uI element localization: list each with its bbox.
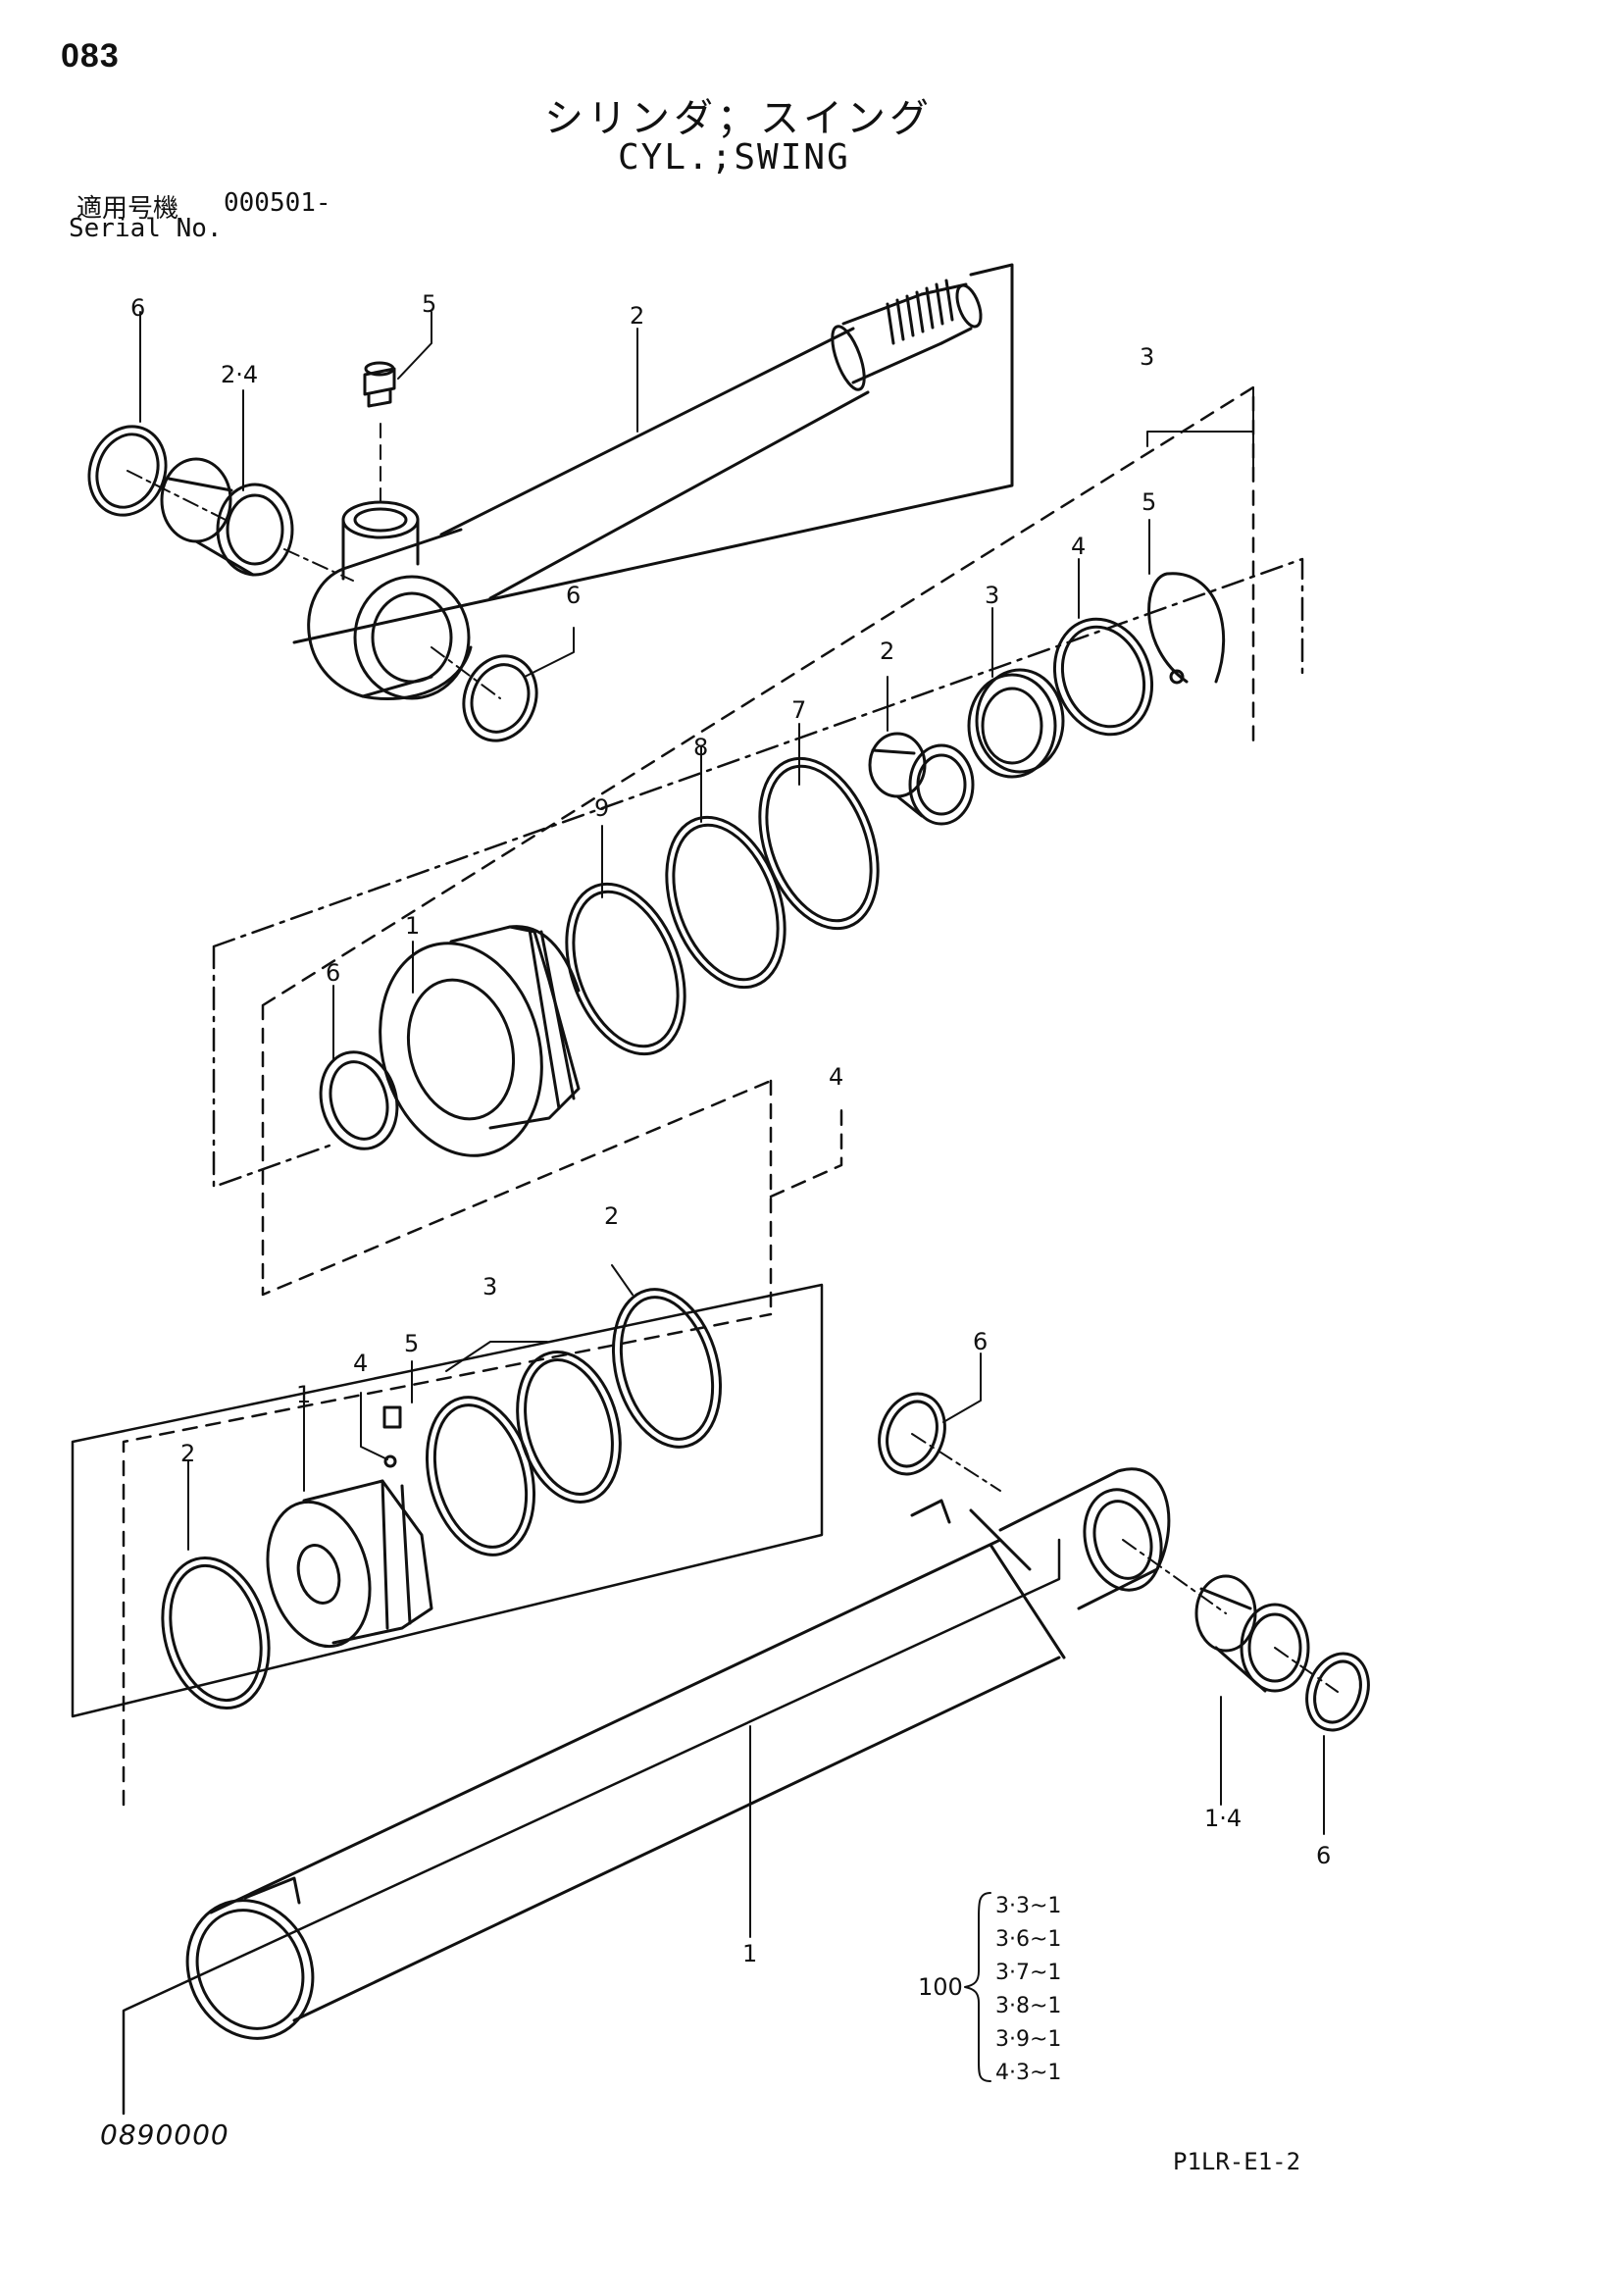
callout-head-ring-8: 8 <box>693 734 708 761</box>
seal-ring-icon <box>878 1392 946 1476</box>
callout-rod-bushing: 2·4 <box>221 361 258 388</box>
serial-number-value: 000501- <box>224 188 331 218</box>
steel-ball-icon <box>383 1454 397 1468</box>
callout-head-seal: 3 <box>985 582 999 609</box>
kit-brace <box>964 1892 991 2082</box>
kit-item: 3·8~1 <box>995 1994 1061 2018</box>
piston-assembly <box>71 1079 843 1807</box>
wear-ring-icon <box>611 1288 723 1449</box>
kit-item: 3·3~1 <box>995 1894 1061 1918</box>
piston-seal-icon <box>425 1396 536 1556</box>
callout-piston-rod: 2 <box>630 302 644 330</box>
reference-code: P1LR-E1-2 <box>1173 2148 1301 2175</box>
callout-cylinder-head: 1 <box>405 912 420 940</box>
callout-piston-ring: 2 <box>180 1440 195 1467</box>
title-japanese: シリンダ；スイング <box>544 96 933 141</box>
seal-ring-icon <box>319 1050 399 1150</box>
callout-tube-ring: 6 <box>973 1328 988 1355</box>
callout-head-assembly: 3 <box>1140 343 1154 371</box>
seal-ring-icon <box>87 425 168 517</box>
callout-head-bushing: 2 <box>880 638 894 665</box>
grease-nipple-icon <box>363 361 396 408</box>
cylinder-head-icon <box>379 925 581 1157</box>
kit-item: 3·9~1 <box>995 2027 1061 2052</box>
cylinder-tube <box>209 1538 1061 2022</box>
callout-head-seal-7: 7 <box>791 696 806 724</box>
cylinder-tube-assembly <box>122 1352 1370 2116</box>
rod-eye <box>307 567 433 698</box>
callout-rod-ring: 6 <box>130 294 145 322</box>
callout-piston-wear-ring: 2 <box>604 1202 619 1230</box>
callout-piston: 1 <box>296 1381 311 1408</box>
callout-head-backup-ring: 4 <box>1071 533 1086 560</box>
bushing-icon <box>160 457 294 577</box>
page-number: 083 <box>61 37 120 75</box>
set-screw-icon <box>382 1405 402 1429</box>
piston-rod <box>439 327 870 600</box>
o-ring-9-icon <box>565 882 686 1056</box>
serial-label-japanese: 適用号機 <box>76 194 179 224</box>
piston-icon <box>266 1479 433 1649</box>
serial-label-english: Serial No. <box>69 214 223 243</box>
kit-item: 3·6~1 <box>995 1927 1061 1952</box>
title-english: CYL.;SWING <box>618 137 850 178</box>
callout-head-wiper: 5 <box>1142 488 1156 516</box>
rod-assembly <box>87 263 1014 742</box>
callout-cylinder-tube: 1 <box>742 1940 757 1967</box>
bushing-icon <box>1194 1574 1310 1693</box>
callout-grease-nipple: 5 <box>422 290 436 318</box>
callout-steel-ball: 4 <box>353 1350 368 1377</box>
callout-set-screw: 5 <box>404 1330 419 1357</box>
kit-label: 100 <box>918 1973 963 2001</box>
callout-head-ring-9: 9 <box>594 794 609 822</box>
drawing-code: 0890000 <box>100 2118 229 2151</box>
seal-ring-icon <box>462 654 538 742</box>
callout-piston-seal: 3 <box>482 1273 497 1301</box>
backup-ring-8-icon <box>665 815 787 990</box>
seal-ring-icon <box>1305 1652 1370 1732</box>
kit-item: 4·3~1 <box>995 2061 1061 2085</box>
bushing-icon <box>868 732 975 826</box>
backup-ring-4-icon <box>1052 617 1154 737</box>
rod-seal-icon <box>967 668 1065 779</box>
dust-wiper-icon <box>1147 572 1226 684</box>
callout-tube-ring-end: 6 <box>1316 1842 1331 1869</box>
callout-rod-seal: 6 <box>566 582 581 609</box>
callout-piston-assembly: 4 <box>829 1063 843 1091</box>
wear-ring-icon <box>161 1556 271 1710</box>
rod-bracket-line <box>292 263 1014 644</box>
cylinder-head-assembly <box>212 385 1304 1297</box>
callout-head-ring-6: 6 <box>326 959 340 987</box>
seal-7-icon <box>758 756 880 931</box>
callout-tube-bushing: 1·4 <box>1204 1805 1242 1832</box>
kit-item: 3·7~1 <box>995 1961 1061 1985</box>
